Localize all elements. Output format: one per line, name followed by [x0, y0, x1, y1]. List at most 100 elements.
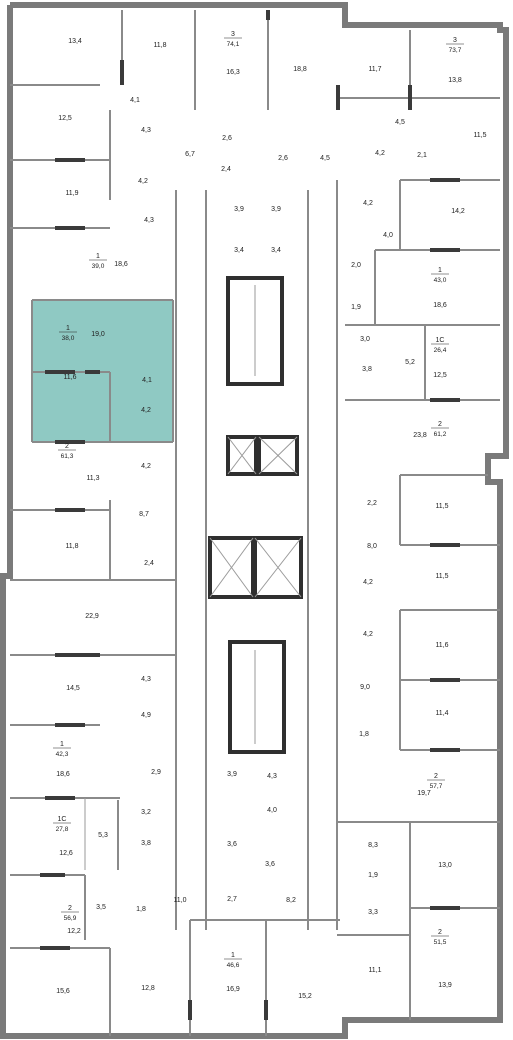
room-area-label: 11,4 [435, 710, 448, 717]
room-area-label: 3,6 [265, 861, 275, 868]
room-area-label: 4,2 [363, 200, 373, 207]
room-area-label: 22,9 [85, 613, 99, 620]
apartment-badge-rooms: 1С [58, 816, 67, 823]
room-area-label: 4,9 [141, 712, 151, 719]
room-area-label: 13,0 [438, 862, 452, 869]
room-area-label: 11,9 [65, 190, 78, 197]
apartment-badge-total: 74,1 [227, 41, 240, 48]
highlighted-apartment-badge-rooms: 1 [66, 325, 70, 332]
room-area-label: 18,6 [114, 261, 128, 268]
room-area-label: 8,0 [367, 543, 377, 550]
room-area-label: 6,7 [185, 151, 195, 158]
room-area-label: 19,7 [417, 790, 431, 797]
room-area-label: 8,3 [368, 842, 378, 849]
room-area-label: 11,3 [86, 475, 99, 482]
room-area-label: 12,5 [58, 115, 72, 122]
apartment-badge-total: 27,8 [56, 826, 69, 833]
room-area-label: 11,1 [368, 967, 381, 974]
apartment-badge-total: 61,2 [434, 431, 447, 438]
room-area-label: 3,6 [227, 841, 237, 848]
room-area-label: 16,9 [226, 986, 240, 993]
apartment-badge-rooms: 1 [96, 253, 100, 260]
core [208, 276, 303, 754]
room-area-label: 11,8 [153, 42, 166, 49]
room-area-label: 11,5 [435, 503, 448, 510]
apartment-badge-total: 26,4 [434, 347, 447, 354]
room-area-label: 4,1 [142, 377, 152, 384]
room-area-label: 12,2 [67, 928, 81, 935]
room-area-label: 18,8 [293, 66, 307, 73]
room-area-label: 3,9 [234, 206, 244, 213]
room-area-label: 2,4 [144, 560, 154, 567]
room-area-label: 13,8 [448, 77, 462, 84]
room-area-label: 23,8 [413, 432, 427, 439]
room-area-label: 5,2 [405, 359, 415, 366]
right-partitions [337, 30, 500, 1020]
room-area-label: 3,2 [141, 809, 151, 816]
room-area-label: 13,4 [68, 38, 82, 45]
room-area-label: 4,3 [141, 127, 151, 134]
room-area-label: 4,2 [363, 579, 373, 586]
room-area-label: 11,0 [173, 897, 186, 904]
windows [40, 10, 460, 1020]
room-area-label: 4,2 [138, 178, 148, 185]
room-area-label: 3,9 [271, 206, 281, 213]
apartment-badge-rooms: 1 [438, 267, 442, 274]
room-area-label: 14,2 [451, 208, 465, 215]
room-area-label: 4,2 [375, 150, 385, 157]
apartment-badge-rooms: 1 [231, 952, 235, 959]
apartment-badge-total: 43,0 [434, 277, 447, 284]
room-area-label: 8,7 [139, 511, 149, 518]
apartment-badge-total: 56,9 [64, 915, 77, 922]
room-area-label: 4,2 [141, 463, 151, 470]
apartment-badge-total: 61,3 [61, 453, 74, 460]
room-area-label: 2,1 [417, 152, 427, 159]
apartment-badge-total: 73,7 [449, 47, 462, 54]
room-area-label: 12,5 [433, 372, 447, 379]
apartment-badge-total: 39,0 [92, 263, 105, 270]
room-area-label: 11,5 [435, 573, 448, 580]
room-area-label: 4,3 [144, 217, 154, 224]
apartment-badge-total: 57,7 [430, 783, 443, 790]
room-area-label: 4,0 [383, 232, 393, 239]
room-area-label: 4,5 [395, 119, 405, 126]
room-area-label: 3,9 [227, 771, 237, 778]
room-area-label: 11,6 [435, 642, 448, 649]
apartment-badge-rooms: 2 [68, 905, 72, 912]
highlighted-apartment-badge-total: 38,0 [62, 335, 75, 342]
room-area-label: 19,0 [91, 331, 105, 338]
corridor-walls [175, 180, 338, 930]
room-area-label: 12,8 [141, 985, 155, 992]
apartment-badge-total: 46,6 [227, 962, 240, 969]
room-area-label: 16,3 [226, 69, 240, 76]
room-area-label: 4,3 [141, 676, 151, 683]
room-area-label: 3,4 [234, 247, 244, 254]
apartment-badge-rooms: 3 [231, 31, 235, 38]
room-area-label: 4,5 [320, 155, 330, 162]
room-area-label: 15,2 [298, 993, 312, 1000]
room-area-label: 3,5 [96, 904, 106, 911]
apartment-badge-rooms: 2 [438, 421, 442, 428]
room-area-label: 11,5 [473, 132, 486, 139]
room-area-label: 2,2 [367, 500, 377, 507]
apartment-badge-rooms: 2 [434, 773, 438, 780]
room-area-label: 12,6 [59, 850, 73, 857]
apartment-badge-rooms: 3 [453, 37, 457, 44]
room-area-label: 9,0 [360, 684, 370, 691]
room-area-label: 4,2 [141, 407, 151, 414]
room-area-label: 13,9 [438, 982, 452, 989]
apartment-badge-rooms: 1 [60, 741, 64, 748]
room-area-label: 3,8 [362, 366, 372, 373]
apartment-badge-rooms: 1С [436, 337, 445, 344]
room-area-label: 11,7 [368, 66, 381, 73]
room-area-label: 2,6 [222, 135, 232, 142]
room-area-label: 3,0 [360, 336, 370, 343]
room-area-label: 15,6 [56, 988, 70, 995]
apartment-badge-total: 51,5 [434, 939, 447, 946]
room-area-label: 1,8 [136, 906, 146, 913]
room-area-label: 18,6 [56, 771, 70, 778]
apartment-badge-total: 42,3 [56, 751, 69, 758]
room-area-label: 2,4 [221, 166, 231, 173]
